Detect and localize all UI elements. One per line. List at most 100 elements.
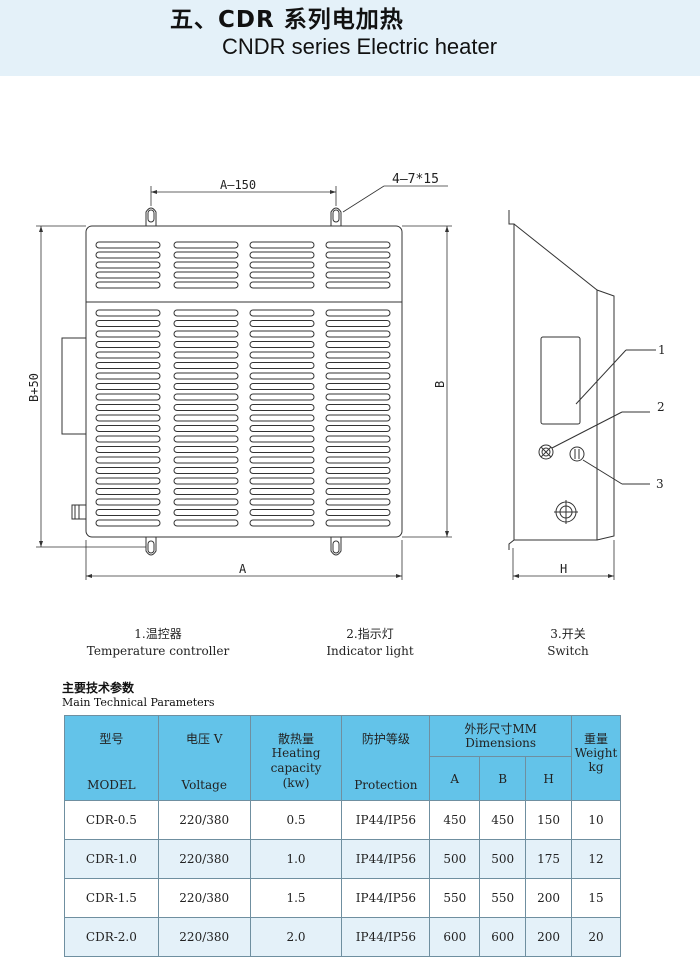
- louver-slot: [173, 330, 239, 338]
- header-dim-cn: 外形尺寸MM: [464, 722, 537, 737]
- louver-slot: [325, 509, 391, 516]
- heater-side-view: [508, 210, 656, 550]
- legend-3-cn: 3.开关: [550, 627, 586, 641]
- header-dim-h: H: [525, 756, 573, 801]
- header-dim-b: B: [479, 756, 527, 801]
- louver-slot: [249, 351, 315, 359]
- louver-slot: [249, 446, 315, 453]
- cell-b: 500: [479, 839, 527, 879]
- louver-slot: [325, 425, 391, 432]
- louver-slot: [173, 488, 239, 495]
- cell-h: 200: [525, 917, 573, 957]
- louver-slot: [173, 467, 239, 474]
- louver-slot: [173, 477, 239, 485]
- louver-slot: [325, 383, 391, 390]
- louver-slot: [95, 281, 161, 289]
- louver-slot: [325, 281, 391, 289]
- louver-slot: [249, 498, 315, 506]
- louver-slot: [95, 251, 161, 259]
- header-heating: 散热量 Heating capacity (kw): [249, 715, 343, 801]
- cell-voltage: 220/380: [157, 800, 251, 840]
- heater-side-box: [61, 337, 87, 435]
- cell-protection: IP44/IP56: [341, 800, 431, 840]
- legend-1-en: Temperature controller: [86, 644, 230, 658]
- louver-slot: [325, 498, 391, 506]
- louver-slot: [173, 362, 239, 369]
- louver-slot: [95, 330, 161, 338]
- cell-a: 450: [429, 800, 481, 840]
- cell-b: 600: [479, 917, 527, 957]
- louver-slot: [95, 241, 161, 249]
- louver-slot: [173, 341, 239, 348]
- louver-slot: [249, 320, 315, 327]
- louver-slot: [95, 488, 161, 495]
- cell-a: 550: [429, 878, 481, 918]
- legend-item-2: 2.指示灯 Indicator light: [300, 626, 440, 660]
- mount-tab-bottom-left: [145, 537, 157, 556]
- legend-item-1: 1.温控器 Temperature controller: [78, 626, 238, 660]
- header-prot-cn: 防护等级: [361, 732, 410, 746]
- louver-slot: [95, 435, 161, 443]
- page-title-cn: 五、CDR 系列电加热: [170, 7, 404, 33]
- louver-slot: [249, 372, 315, 380]
- louver-slot: [173, 261, 239, 269]
- cell-model: CDR-2.0: [64, 917, 159, 957]
- louver-slot: [325, 241, 391, 249]
- louver-slot: [249, 456, 315, 464]
- louver-slot: [95, 519, 161, 527]
- louver-slot: [95, 351, 161, 359]
- cell-protection: IP44/IP56: [341, 917, 431, 957]
- table-row: CDR-1.0 220/380 1.0 IP44/IP56 500 500 17…: [64, 839, 621, 879]
- cell-model: CDR-0.5: [64, 800, 159, 840]
- louver-slot: [95, 362, 161, 369]
- header-heat-unit: (kw): [282, 776, 310, 790]
- louver-slot: [249, 414, 315, 422]
- louver-slot: [95, 309, 161, 317]
- vent-louvers: [95, 241, 391, 527]
- louver-slot: [325, 488, 391, 495]
- louver-slot: [325, 251, 391, 259]
- louver-slot: [95, 477, 161, 485]
- table-row: CDR-2.0 220/380 2.0 IP44/IP56 600 600 20…: [64, 917, 621, 957]
- cell-protection: IP44/IP56: [341, 839, 431, 879]
- louver-slot: [249, 241, 315, 249]
- cell-heat: 1.5: [249, 878, 343, 918]
- louver-slot: [249, 251, 315, 259]
- louver-slot: [173, 509, 239, 516]
- cell-weight: 10: [571, 800, 621, 840]
- louver-slot: [173, 456, 239, 464]
- title-banner: 五、CDR 系列电加热 CNDR series Electric heater: [0, 0, 700, 76]
- louver-slot: [95, 320, 161, 327]
- cell-model: CDR-1.5: [64, 878, 159, 918]
- switch: [569, 446, 585, 462]
- louver-slot: [173, 404, 239, 411]
- cell-voltage: 220/380: [157, 839, 251, 879]
- dim-a-label: A: [239, 562, 247, 576]
- louver-slot: [249, 362, 315, 369]
- legend-3-en: Switch: [547, 644, 589, 658]
- heater-front-body: [85, 225, 403, 538]
- louver-slot: [249, 341, 315, 348]
- dim-b-label: B: [433, 381, 447, 388]
- louver-slot: [95, 425, 161, 432]
- louver-slot: [173, 251, 239, 259]
- louver-slot: [95, 456, 161, 464]
- cell-heat: 0.5: [249, 800, 343, 840]
- legend-1-cn: 1.温控器: [134, 627, 182, 641]
- header-voltage: 电压 V Voltage: [157, 715, 251, 801]
- mount-tab-top-right: [330, 207, 342, 226]
- cell-weight: 15: [571, 878, 621, 918]
- dim-a150-label: A—150: [220, 178, 256, 192]
- page-title-en: CNDR series Electric heater: [222, 34, 498, 59]
- legend-2-cn: 2.指示灯: [346, 627, 394, 641]
- louver-slot: [173, 393, 239, 401]
- cell-weight: 12: [571, 839, 621, 879]
- louver-slot: [173, 446, 239, 453]
- louver-slot: [325, 320, 391, 327]
- louver-slot: [249, 330, 315, 338]
- header-dim-en: Dimensions: [465, 736, 537, 751]
- louver-slot: [325, 261, 391, 269]
- cell-protection: IP44/IP56: [341, 878, 431, 918]
- indicator-light: [538, 444, 554, 460]
- louver-slot: [95, 261, 161, 269]
